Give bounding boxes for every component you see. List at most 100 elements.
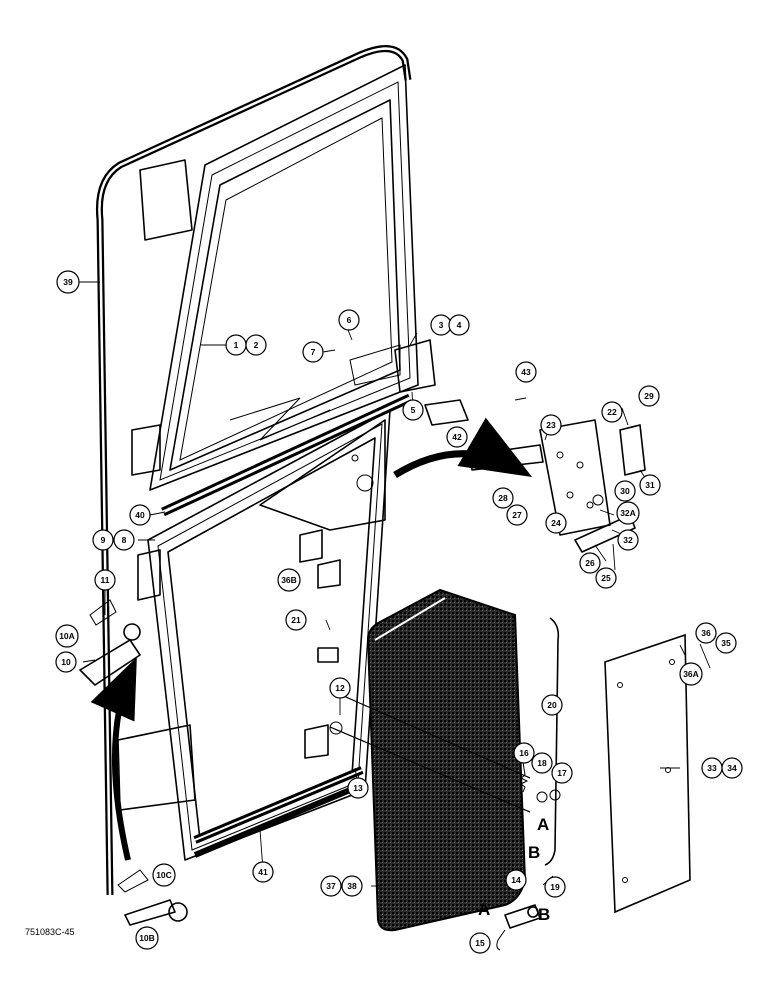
callout-22: 22 xyxy=(601,401,623,423)
callout-20: 20 xyxy=(541,694,563,716)
arrow-to-latch xyxy=(393,417,533,478)
svg-text:5: 5 xyxy=(411,405,416,415)
upper-window-frame xyxy=(131,64,436,491)
svg-text:10A: 10A xyxy=(59,631,75,641)
svg-text:2: 2 xyxy=(254,340,259,350)
svg-text:37: 37 xyxy=(326,881,336,891)
callout-42: 42 xyxy=(446,426,468,448)
callout-26: 26 xyxy=(579,552,601,574)
callout-32: 32 xyxy=(617,529,639,551)
svg-text:17: 17 xyxy=(557,768,567,778)
svg-text:28: 28 xyxy=(498,493,508,503)
svg-text:15: 15 xyxy=(475,938,485,948)
svg-text:33: 33 xyxy=(707,763,717,773)
svg-text:19: 19 xyxy=(550,882,560,892)
svg-text:10C: 10C xyxy=(156,870,172,880)
callout-12: 12 xyxy=(329,677,351,699)
letter-a-handle: A xyxy=(478,900,490,919)
svg-text:36B: 36B xyxy=(281,575,297,585)
svg-text:31: 31 xyxy=(645,480,655,490)
svg-text:16: 16 xyxy=(519,748,529,758)
svg-text:21: 21 xyxy=(291,615,301,625)
callout-8: 8 xyxy=(113,529,135,551)
svg-text:20: 20 xyxy=(547,700,557,710)
callout-10b: 10B xyxy=(135,926,159,950)
svg-text:8: 8 xyxy=(122,535,127,545)
callout-6: 6 xyxy=(338,309,360,331)
arrow-to-hinge xyxy=(90,657,137,861)
svg-text:30: 30 xyxy=(620,486,630,496)
callout-36b: 36B xyxy=(277,568,301,592)
callout-25: 25 xyxy=(595,567,617,589)
callout-23: 23 xyxy=(540,414,562,436)
svg-text:24: 24 xyxy=(551,518,561,528)
callout-28: 28 xyxy=(492,487,514,509)
svg-text:43: 43 xyxy=(521,367,531,377)
callout-35: 35 xyxy=(715,632,737,654)
svg-text:35: 35 xyxy=(721,638,731,648)
callout-38: 38 xyxy=(341,875,363,897)
svg-text:18: 18 xyxy=(537,758,547,768)
svg-text:36: 36 xyxy=(701,628,711,638)
callout-33: 33 xyxy=(701,757,723,779)
callout-34: 34 xyxy=(721,757,743,779)
svg-text:13: 13 xyxy=(353,783,363,793)
handle-assembly xyxy=(496,904,541,951)
letter-a-right: A xyxy=(537,815,549,834)
callout-21: 21 xyxy=(285,609,307,631)
svg-text:27: 27 xyxy=(512,510,522,520)
svg-text:3: 3 xyxy=(439,320,444,330)
callout-36: 36 xyxy=(695,622,717,644)
callout-27: 27 xyxy=(506,504,528,526)
rod xyxy=(544,617,560,866)
callout-1: 1 xyxy=(225,334,247,356)
callout-24: 24 xyxy=(545,512,567,534)
callout-10: 10 xyxy=(55,651,77,673)
svg-text:36A: 36A xyxy=(683,669,699,679)
callout-32a: 32A xyxy=(616,501,640,525)
svg-text:6: 6 xyxy=(347,315,352,325)
callout-9: 9 xyxy=(92,529,114,551)
letter-b-right: B xyxy=(528,843,540,862)
latch-assembly xyxy=(424,399,646,553)
callout-11: 11 xyxy=(94,569,116,591)
callout-15: 15 xyxy=(469,932,491,954)
svg-text:10: 10 xyxy=(61,657,71,667)
svg-text:7: 7 xyxy=(311,347,316,357)
callout-36a: 36A xyxy=(679,662,703,686)
callout-13: 13 xyxy=(347,777,369,799)
callout-10c: 10C xyxy=(152,863,176,887)
callout-31: 31 xyxy=(639,474,661,496)
svg-text:23: 23 xyxy=(546,420,556,430)
callout-30: 30 xyxy=(614,480,636,502)
svg-text:1: 1 xyxy=(234,340,239,350)
svg-text:38: 38 xyxy=(347,881,357,891)
callout-29: 29 xyxy=(638,385,660,407)
callout-18: 18 xyxy=(531,752,553,774)
svg-text:10B: 10B xyxy=(139,933,155,943)
svg-text:26: 26 xyxy=(585,558,595,568)
callout-7: 7 xyxy=(302,341,324,363)
svg-text:25: 25 xyxy=(601,573,611,583)
cover-plate xyxy=(604,633,691,914)
callout-37: 37 xyxy=(320,875,342,897)
svg-text:11: 11 xyxy=(101,575,110,585)
figure-id: 751083C-45 xyxy=(25,927,75,937)
svg-text:32A: 32A xyxy=(620,508,636,518)
callout-10a: 10A xyxy=(55,624,79,648)
callout-5: 5 xyxy=(402,399,424,421)
callout-4: 4 xyxy=(448,314,470,336)
svg-text:40: 40 xyxy=(135,510,145,520)
callout-14: 14 xyxy=(505,869,527,891)
callout-16: 16 xyxy=(513,742,535,764)
svg-text:4: 4 xyxy=(457,320,462,330)
callout-17: 17 xyxy=(551,762,573,784)
svg-text:39: 39 xyxy=(63,277,73,287)
svg-text:22: 22 xyxy=(607,407,617,417)
callout-39: 39 xyxy=(56,270,80,294)
svg-text:14: 14 xyxy=(511,875,521,885)
svg-text:12: 12 xyxy=(335,683,345,693)
callout-41: 41 xyxy=(252,861,274,883)
callout-19: 19 xyxy=(544,876,566,898)
